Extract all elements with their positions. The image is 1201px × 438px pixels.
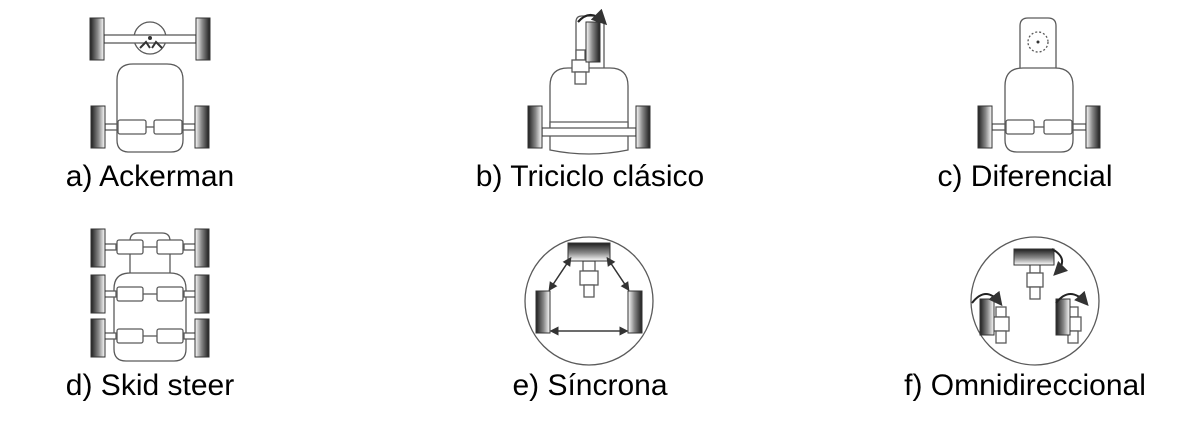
wheel-front-right bbox=[195, 17, 211, 61]
wheel-left bbox=[977, 105, 993, 149]
wheel-rear-right bbox=[635, 105, 651, 149]
axle-right bbox=[1072, 123, 1087, 131]
wheel-rear-left bbox=[90, 105, 106, 149]
wheel-rear-left bbox=[90, 318, 106, 358]
wheel-right bbox=[1055, 298, 1071, 336]
caption-sincrona: e) Síncrona bbox=[512, 369, 668, 402]
wheel-left bbox=[535, 290, 551, 334]
cell-sincrona: e) Síncrona bbox=[400, 219, 800, 438]
caption-skid-steer: d) Skid steer bbox=[65, 369, 235, 402]
cell-diferencial: c) Diferencial bbox=[800, 0, 1200, 219]
cell-ackerman: a) Ackerman bbox=[0, 0, 400, 219]
robot-body bbox=[549, 67, 629, 131]
rear-hub-right bbox=[153, 119, 183, 135]
wheel-front-left bbox=[89, 17, 105, 61]
sincrona-diagram bbox=[524, 236, 654, 366]
ackerman-diagram bbox=[89, 17, 211, 153]
rotate-arrow-top bbox=[1051, 248, 1069, 276]
diferencial-diagram bbox=[977, 17, 1101, 153]
skid-steer-diagram bbox=[90, 228, 210, 362]
wheel-top bbox=[1013, 248, 1055, 266]
cell-skid-steer: d) Skid steer bbox=[0, 219, 400, 438]
wheel-front-left bbox=[90, 228, 106, 268]
rear-bumper bbox=[549, 121, 629, 155]
rotate-arrow-left bbox=[971, 290, 1003, 307]
wheel-middle-right bbox=[194, 274, 210, 314]
wheel-rear-right bbox=[194, 105, 210, 149]
cell-omnidireccional: f) Omnidireccional bbox=[800, 219, 1200, 438]
rear-axle-right bbox=[182, 123, 196, 131]
wheel-right bbox=[1085, 105, 1101, 149]
omnidireccional-diagram bbox=[970, 236, 1100, 366]
steer-base bbox=[574, 71, 587, 85]
rear-hub-left bbox=[117, 119, 147, 135]
wheel-front bbox=[585, 21, 601, 63]
robot-body bbox=[1004, 67, 1074, 153]
cell-triciclo: b) Triciclo clásico bbox=[400, 0, 800, 219]
wheel-middle-left bbox=[90, 274, 106, 314]
rotate-arrow-right bbox=[1055, 290, 1089, 306]
wheel-top bbox=[567, 242, 611, 262]
steer-arrow-left bbox=[139, 40, 151, 49]
robot-body bbox=[116, 63, 184, 153]
caption-diferencial: c) Diferencial bbox=[937, 160, 1113, 193]
caption-omnidireccional: f) Omnidireccional bbox=[904, 369, 1146, 402]
rear-axle bbox=[541, 127, 637, 137]
wheel-rear-right bbox=[194, 318, 210, 358]
triciclo-diagram bbox=[527, 8, 651, 155]
wheel-front-right bbox=[194, 228, 210, 268]
steer-arrow bbox=[577, 8, 608, 26]
hub-right bbox=[1043, 119, 1073, 135]
wheel-rear-left bbox=[527, 105, 543, 149]
caption-ackerman: a) Ackerman bbox=[65, 160, 235, 193]
wheel-left bbox=[979, 298, 995, 336]
axle-left bbox=[991, 123, 1006, 131]
rear-axle-left bbox=[104, 123, 118, 131]
steer-arrow-right bbox=[151, 40, 163, 49]
caption-triciclo: b) Triciclo clásico bbox=[475, 160, 705, 193]
steer-post bbox=[575, 49, 586, 61]
wheel-right bbox=[627, 290, 643, 334]
robot-body bbox=[113, 272, 187, 362]
hub-left bbox=[1005, 119, 1035, 135]
